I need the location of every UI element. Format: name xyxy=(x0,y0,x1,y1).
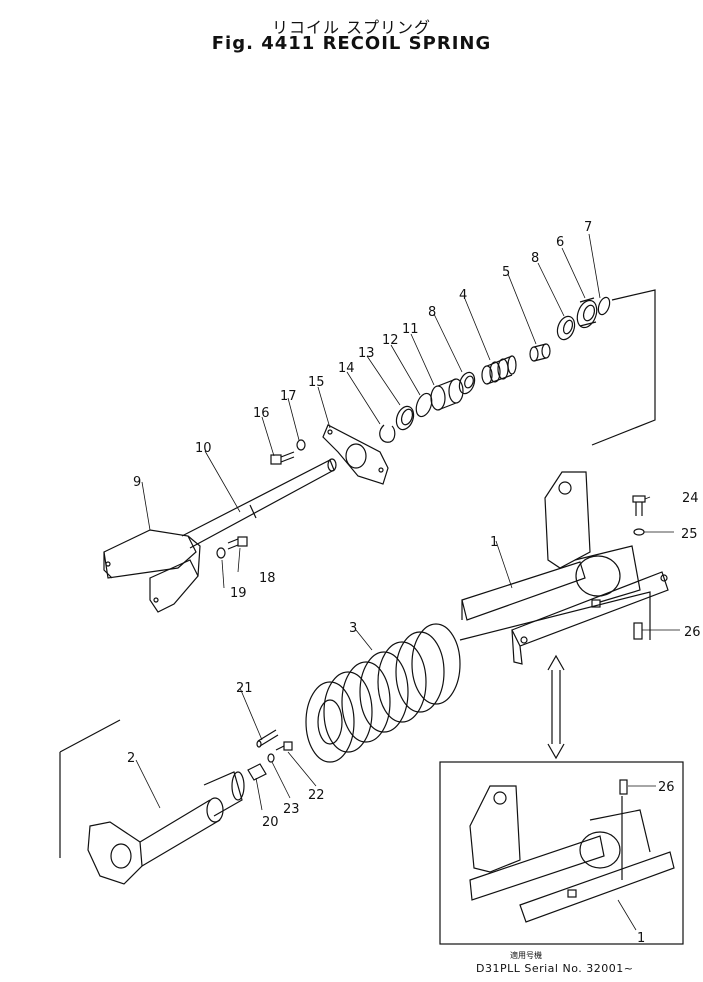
part-16-bolt xyxy=(270,451,295,465)
callout-16: 16 xyxy=(253,406,270,421)
callout-19: 19 xyxy=(230,586,247,601)
callout-1-inset: 1 xyxy=(637,931,645,946)
part-20-cap xyxy=(247,763,267,781)
applicability-label: 適用号機 xyxy=(510,951,542,960)
callout-3: 3 xyxy=(349,621,357,636)
part-17-washer xyxy=(296,439,306,451)
part-12-ring xyxy=(415,392,433,418)
double-arrow xyxy=(547,654,565,760)
part-14-snap-ring xyxy=(379,424,396,443)
callout-21: 21 xyxy=(236,681,253,696)
part-18-bolt xyxy=(227,536,248,550)
part-19-washer xyxy=(216,547,226,559)
callout-4: 4 xyxy=(459,288,467,303)
callout-22: 22 xyxy=(308,788,325,803)
part-3-recoil-spring xyxy=(305,623,461,763)
part-9-yoke xyxy=(103,529,201,613)
callout-1: 1 xyxy=(490,535,498,550)
part-22-bolt xyxy=(275,741,293,751)
callout-17: 17 xyxy=(280,389,297,404)
part-24-bolt xyxy=(632,495,646,516)
callout-5: 5 xyxy=(502,265,510,280)
callout-15: 15 xyxy=(308,375,325,390)
part-26-pin xyxy=(633,622,643,640)
part-5-bushing xyxy=(529,343,551,362)
callout-7: 7 xyxy=(584,220,592,235)
callout-6: 6 xyxy=(556,235,564,250)
part-2-cylinder xyxy=(87,771,245,885)
callout-11: 11 xyxy=(402,322,419,337)
part-6-nut xyxy=(576,297,598,329)
callout-26-inset: 26 xyxy=(658,780,675,795)
part-15-flange xyxy=(322,424,389,485)
inset-frame-assembly xyxy=(469,779,675,923)
serial-number-text: D31PLL Serial No. 32001~ xyxy=(476,962,634,975)
part-10-rod xyxy=(181,458,337,549)
part-1-frame xyxy=(461,471,669,665)
part-8-washer-right xyxy=(556,315,576,341)
callout-14: 14 xyxy=(338,361,355,376)
part-13-packing xyxy=(395,405,415,431)
callout-26: 26 xyxy=(684,625,701,640)
part-8-washer-left xyxy=(458,371,476,395)
part-4-piston xyxy=(481,355,517,385)
callout-9: 9 xyxy=(133,475,141,490)
figure-title: Fig. 4411 RECOIL SPRING xyxy=(211,33,492,54)
part-25-washer xyxy=(633,528,645,536)
title-japanese: リコイル スプリング xyxy=(271,18,432,37)
assembly-boundary-line-top xyxy=(591,289,656,446)
callout-25: 25 xyxy=(681,527,698,542)
part-23-washer xyxy=(267,753,275,763)
callout-20: 20 xyxy=(262,815,279,830)
callout-23: 23 xyxy=(283,802,300,817)
callout-24: 24 xyxy=(682,491,699,506)
callout-labels: 1 2 3 4 5 6 7 8 8 9 10 11 12 13 14 15 16… xyxy=(127,220,701,946)
part-21-grease-fitting xyxy=(256,729,279,748)
part-7-snap-ring xyxy=(597,296,611,316)
part-11-sleeve xyxy=(430,378,464,411)
inset-frame xyxy=(439,761,684,945)
callout-8-right: 8 xyxy=(531,251,539,266)
callout-8-left: 8 xyxy=(428,305,436,320)
callout-10: 10 xyxy=(195,441,212,456)
assembly-boundary-line-left xyxy=(59,719,121,858)
assembly-boundary-line-mid xyxy=(459,591,651,641)
callout-2: 2 xyxy=(127,751,135,766)
callout-12: 12 xyxy=(382,333,399,348)
callout-13: 13 xyxy=(358,346,375,361)
callout-18: 18 xyxy=(259,571,276,586)
